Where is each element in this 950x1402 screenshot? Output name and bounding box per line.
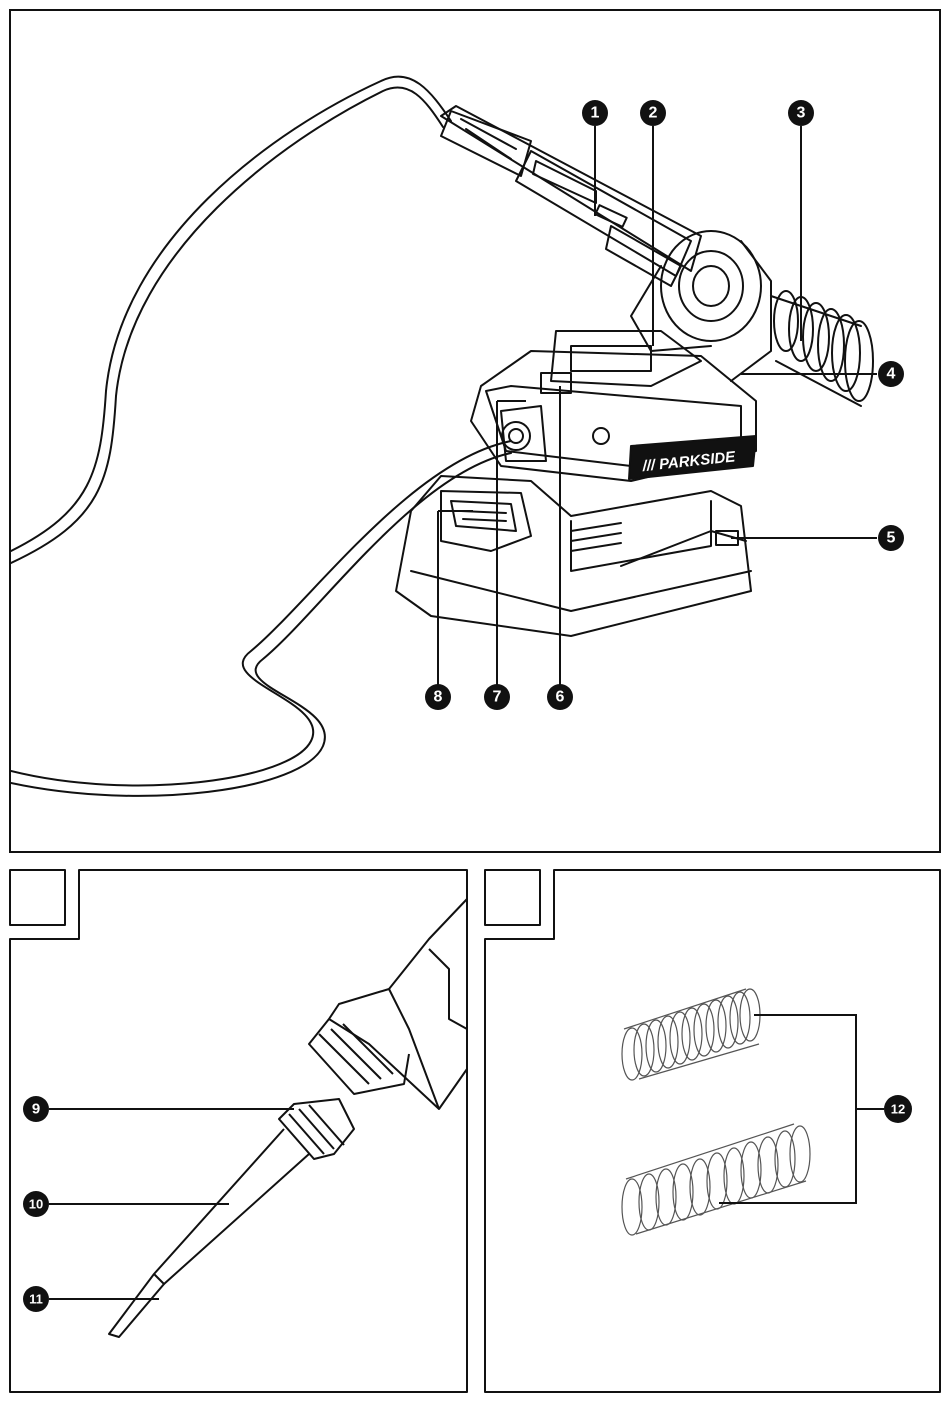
power-cable — [11, 77, 451, 551]
power-cable-lower — [11, 441, 511, 785]
callout-7: 7 — [484, 684, 510, 710]
svg-text:10: 10 — [29, 1197, 43, 1212]
svg-text:8: 8 — [434, 689, 443, 706]
callout-12: 12 — [884, 1095, 912, 1123]
callout-4: 4 — [878, 361, 904, 387]
svg-text:7: 7 — [493, 689, 502, 706]
svg-text:2: 2 — [649, 105, 658, 122]
callout-5: 5 — [878, 525, 904, 551]
panel-tag-box — [485, 870, 540, 925]
panel-tag-box — [10, 870, 65, 925]
svg-text:6: 6 — [556, 689, 565, 706]
tip-detail-panel: 9 10 11 — [9, 869, 468, 1393]
soldering-iron — [441, 106, 701, 286]
callout-2: 2 — [640, 100, 666, 126]
callout-8: 8 — [425, 684, 451, 710]
soldering-station-drawing: /// PARKSIDE 1 2 3 4 5 6 7 8 — [11, 11, 943, 855]
springs-panel: 12 — [484, 869, 941, 1393]
svg-text:5: 5 — [887, 530, 896, 547]
main-illustration-panel: /// PARKSIDE 1 2 3 4 5 6 7 8 — [9, 9, 941, 853]
callout-1: 1 — [582, 100, 608, 126]
svg-text:11: 11 — [29, 1292, 43, 1307]
springs-drawing: 12 — [484, 869, 941, 1393]
panel-frame — [10, 870, 467, 1392]
svg-text:1: 1 — [591, 105, 600, 122]
svg-text:12: 12 — [891, 1102, 905, 1117]
panel-frame — [485, 870, 940, 1392]
battery-pack — [396, 476, 751, 636]
callout-9: 9 — [23, 1096, 49, 1122]
callout-10: 10 — [23, 1191, 49, 1217]
spring-long — [622, 1124, 810, 1235]
tip-spring — [771, 291, 873, 406]
svg-text:9: 9 — [32, 1101, 40, 1118]
tip-detail-drawing: 9 10 11 — [9, 869, 468, 1393]
spring-short — [622, 989, 760, 1080]
svg-text:4: 4 — [887, 366, 896, 383]
callout-3: 3 — [788, 100, 814, 126]
callout-6: 6 — [547, 684, 573, 710]
callout-11: 11 — [23, 1286, 49, 1312]
svg-text:3: 3 — [797, 105, 806, 122]
